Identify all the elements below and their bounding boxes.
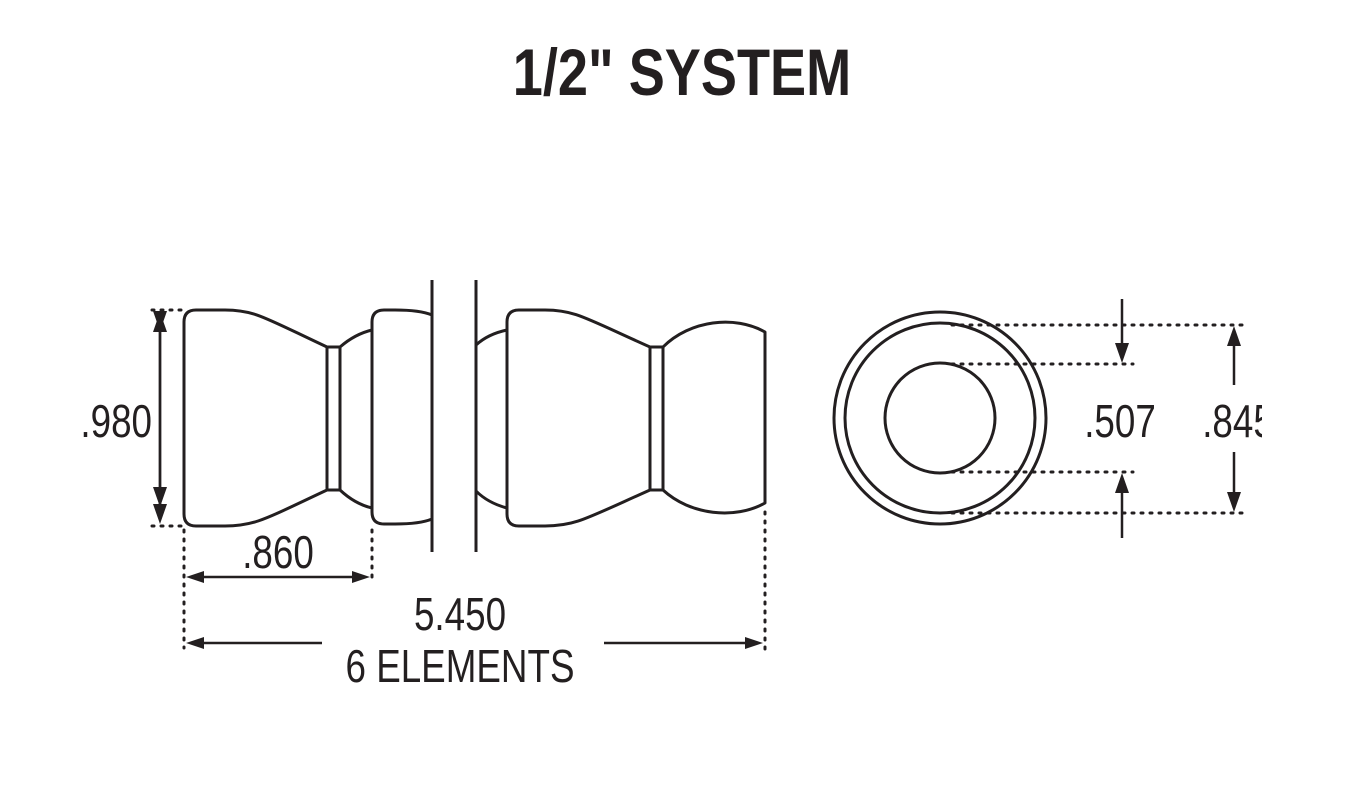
outer-diameter-label: .845 [1202, 395, 1274, 447]
element-count-label: 6 ELEMENTS [346, 640, 575, 692]
arrow-head-icon [153, 504, 167, 524]
arrow-head-icon [153, 312, 167, 332]
end-view [832, 310, 1048, 526]
last-element [474, 308, 767, 528]
total-length-label: 5.450 [414, 588, 506, 640]
diagram-title: 1/2" SYSTEM [513, 35, 851, 109]
inner-diameter-label: .507 [1084, 395, 1156, 447]
first-element [182, 308, 433, 528]
height-label: .980 [80, 395, 152, 447]
element-length-label: .860 [242, 526, 314, 578]
